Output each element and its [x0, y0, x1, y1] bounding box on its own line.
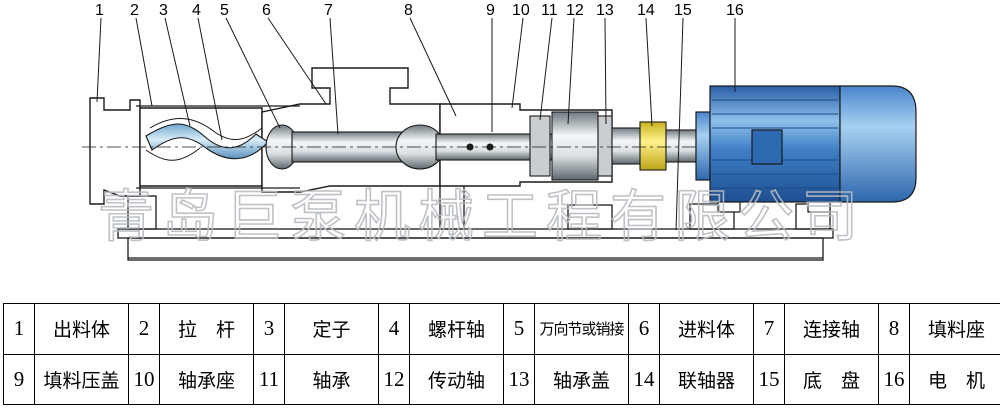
legend-number: 12: [378, 353, 410, 405]
legend-number: 13: [503, 353, 535, 405]
legend-part-name: 螺杆轴: [409, 303, 504, 355]
legend-number: 11: [253, 353, 285, 405]
legend-part-name: 定子: [284, 303, 379, 355]
pump-diagram: 1 2 3 4 5 6 7 8 9 10 11 12 13 14 15 16 青…: [82, 2, 917, 261]
legend-part-name: 传动轴: [409, 353, 504, 405]
motor: [695, 85, 917, 213]
callout-12: 12: [566, 2, 584, 19]
callout-14: 14: [637, 2, 655, 19]
callout-16: 16: [726, 2, 744, 19]
drive-shaft: [611, 127, 641, 165]
legend-number: 7: [753, 303, 785, 355]
legend-part-name: 拉 杆: [159, 303, 254, 355]
legend-part-name: 轴承: [284, 353, 379, 405]
callout-2: 2: [130, 2, 139, 19]
legend-part-name: 进料体: [659, 303, 754, 355]
callout-11: 11: [541, 2, 558, 19]
bearing-blocks: [466, 111, 613, 181]
legend-part-name: 出料体: [34, 303, 129, 355]
legend-number: 4: [378, 303, 410, 355]
legend-part-name: 轴承座: [159, 353, 254, 405]
legend-number: 16: [878, 353, 910, 405]
callout-5: 5: [220, 2, 229, 19]
callout-4: 4: [192, 2, 201, 19]
callout-3: 3: [159, 2, 168, 19]
legend-part-name: 轴承盖: [534, 353, 629, 405]
legend-part-name: 万向节或销接: [534, 303, 629, 355]
legend-part-name: 填料压盖: [34, 353, 129, 405]
callout-8: 8: [404, 2, 413, 19]
callout-6: 6: [262, 2, 271, 19]
callout-13: 13: [596, 2, 614, 19]
legend-part-name: 连接轴: [784, 303, 879, 355]
legend-number: 6: [628, 303, 660, 355]
callout-leaders: [96, 17, 736, 231]
legend-number: 1: [3, 303, 35, 355]
legend-number: 2: [128, 303, 160, 355]
legend-number: 14: [628, 353, 660, 405]
callout-10: 10: [512, 2, 530, 19]
legend-number: 9: [3, 353, 35, 405]
callout-9: 9: [486, 2, 495, 19]
callout-numbers: 1 2 3 4 5 6 7 8 9 10 11 12 13 14 15 16: [95, 2, 744, 19]
legend-number: 15: [753, 353, 785, 405]
legend-number: 3: [253, 303, 285, 355]
legend-number: 10: [128, 353, 160, 405]
callout-15: 15: [674, 2, 692, 19]
legend-part-name: 底 盘: [784, 353, 879, 405]
callout-1: 1: [95, 2, 104, 19]
coupling: [639, 121, 667, 171]
legend-part-name: 电 机: [909, 353, 1000, 405]
base-frame: [117, 181, 834, 261]
legend-part-name: 联轴器: [659, 353, 754, 405]
legend-part-name: 填料座: [909, 303, 1000, 355]
legend-number: 8: [878, 303, 910, 355]
watermark-text: 青岛巨泵机械工程有限公司: [98, 185, 866, 250]
callout-7: 7: [324, 2, 333, 19]
legend-number: 5: [503, 303, 535, 355]
